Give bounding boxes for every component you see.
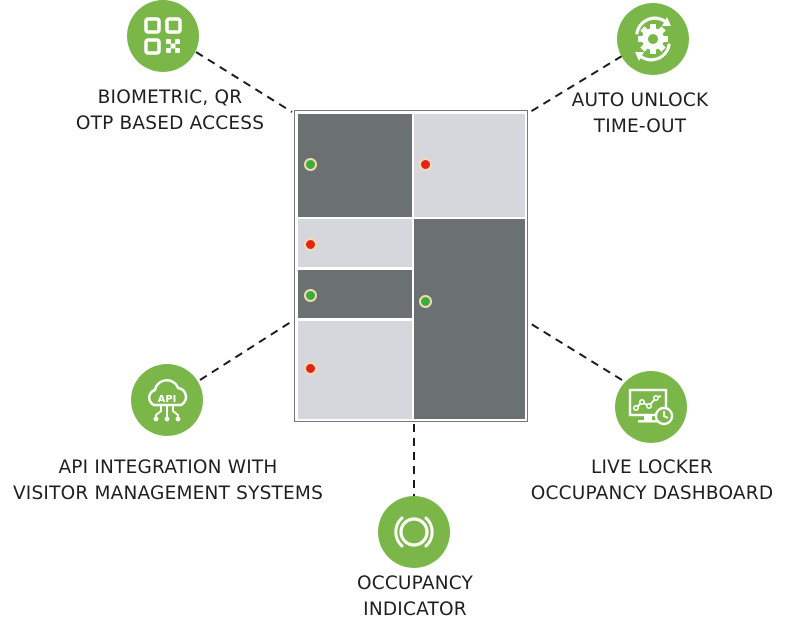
compartment-left-second[interactable] — [298, 219, 412, 267]
feature-label-biometric: BIOMETRIC, QR OTP BASED ACCESS — [75, 87, 265, 134]
status-indicator-red — [304, 238, 317, 251]
status-indicator-green — [304, 158, 317, 171]
gear-cycle-icon-badge — [617, 3, 689, 75]
monitor-chart-icon-badge — [615, 371, 687, 443]
feature-label-api: API INTEGRATION WITH VISITOR MANAGEMENT … — [12, 457, 324, 504]
cloud-api-icon-badge: API — [131, 364, 203, 436]
status-indicator-red — [304, 362, 317, 375]
status-indicator-green — [419, 295, 432, 308]
occupancy-ring-icon — [394, 516, 434, 548]
qr-code-icon-badge — [127, 0, 199, 72]
cloud-api-icon: API — [148, 379, 188, 422]
feature-label-dashboard: LIVE LOCKER OCCUPANCY DASHBOARD — [530, 457, 774, 504]
feature-label-occupancy-indicator: OCCUPANCY INDICATOR — [356, 573, 474, 620]
locker-unit — [294, 110, 528, 422]
feature-label-auto-unlock: AUTO UNLOCK TIME-OUT — [571, 90, 709, 137]
qr-code-icon — [144, 17, 182, 55]
status-indicator-red — [419, 158, 432, 171]
occupancy-ring-icon-badge — [378, 496, 450, 568]
compartment-right-bottom[interactable] — [414, 219, 525, 419]
status-indicator-green — [304, 289, 317, 302]
svg-text:API: API — [158, 394, 177, 405]
monitor-chart-icon — [628, 388, 674, 426]
compartment-left-bottom[interactable] — [298, 321, 412, 419]
compartment-left-top[interactable] — [298, 114, 412, 217]
compartment-right-top[interactable] — [414, 114, 525, 217]
compartment-left-third[interactable] — [298, 270, 412, 318]
gear-cycle-icon — [635, 16, 671, 62]
